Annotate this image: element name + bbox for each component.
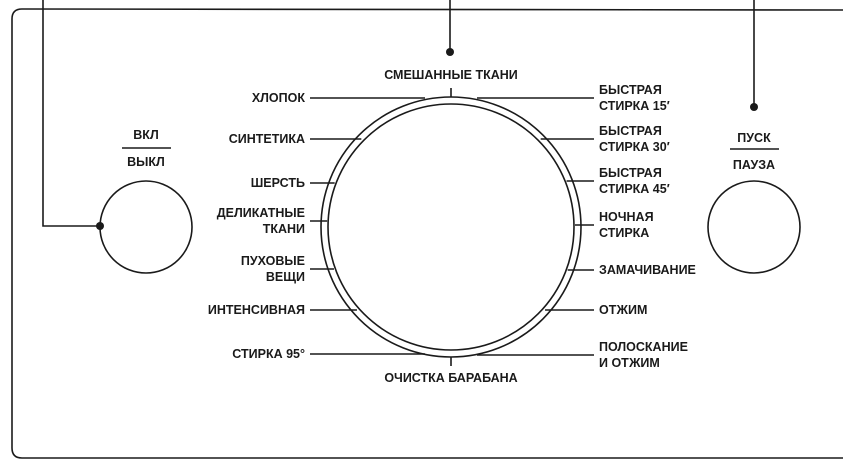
program-label-right-3: СТИРКА [599, 226, 649, 240]
program-label-left-6: СТИРКА 95° [232, 347, 305, 361]
power-label-off: ВЫКЛ [127, 155, 165, 169]
program-drum-cleaning: ОЧИСТКА БАРАБАНА [384, 371, 517, 385]
program-label-left-3: ТКАНИ [263, 222, 305, 236]
program-label-left-1: СИНТЕТИКА [229, 132, 305, 146]
program-mixed-fabrics: СМЕШАННЫЕ ТКАНИ [384, 68, 518, 82]
program-label-right-1: СТИРКА 30′ [599, 140, 670, 154]
power-label-on: ВКЛ [133, 128, 158, 142]
program-label-left-4: ВЕЩИ [266, 270, 305, 284]
program-label-left-0: ХЛОПОК [252, 91, 306, 105]
program-label-right-2: БЫСТРАЯ [599, 166, 662, 180]
power-button[interactable] [99, 180, 193, 274]
program-label-right-6: ПОЛОСКАНИЕ [599, 340, 688, 354]
panel-outline [11, 8, 843, 459]
program-label-right-3: НОЧНАЯ [599, 210, 654, 224]
program-label-right-4: ЗАМАЧИВАНИЕ [599, 263, 696, 277]
program-label-left-3: ДЕЛИКАТНЫЕ [217, 206, 305, 220]
pause-label: ПАУЗА [733, 158, 775, 172]
dial-callout-dot [446, 48, 454, 56]
program-label-right-6: И ОТЖИМ [599, 356, 660, 370]
program-label-left-5: ИНТЕНСИВНАЯ [208, 303, 305, 317]
program-label-left-2: ШЕРСТЬ [251, 176, 305, 190]
power-callout-line [42, 0, 100, 227]
start-pause-button[interactable] [707, 180, 801, 274]
start-callout-dot [750, 103, 758, 111]
start-label: ПУСК [737, 131, 771, 145]
program-dial[interactable] [327, 103, 575, 351]
program-label-right-2: СТИРКА 45′ [599, 182, 670, 196]
program-label-left-4: ПУХОВЫЕ [241, 254, 305, 268]
program-label-right-5: ОТЖИМ [599, 303, 647, 317]
program-label-right-0: СТИРКА 15′ [599, 99, 670, 113]
program-dial-ring [320, 96, 582, 358]
program-label-right-1: БЫСТРАЯ [599, 124, 662, 138]
program-label-right-0: БЫСТРАЯ [599, 83, 662, 97]
